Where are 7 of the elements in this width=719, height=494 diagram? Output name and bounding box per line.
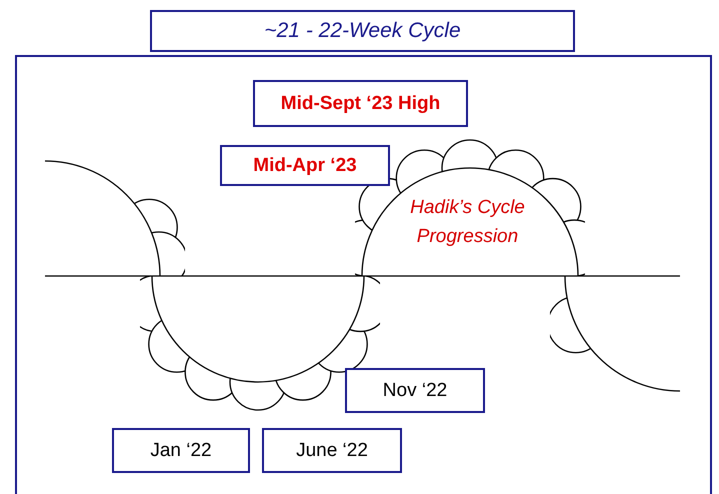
annotation-text: Hadik’s Cycle Progression <box>409 196 526 249</box>
title: ~21 - 22-Week Cycle <box>150 10 575 52</box>
date-label-box: Mid-Sept ‘23 High <box>253 80 468 127</box>
date-label-box: Jan ‘22 <box>112 428 250 473</box>
date-label-box: June ‘22 <box>262 428 402 473</box>
date-label-box: Nov ‘22 <box>345 368 485 413</box>
date-label-box: Mid-Apr ‘23 <box>220 145 390 186</box>
